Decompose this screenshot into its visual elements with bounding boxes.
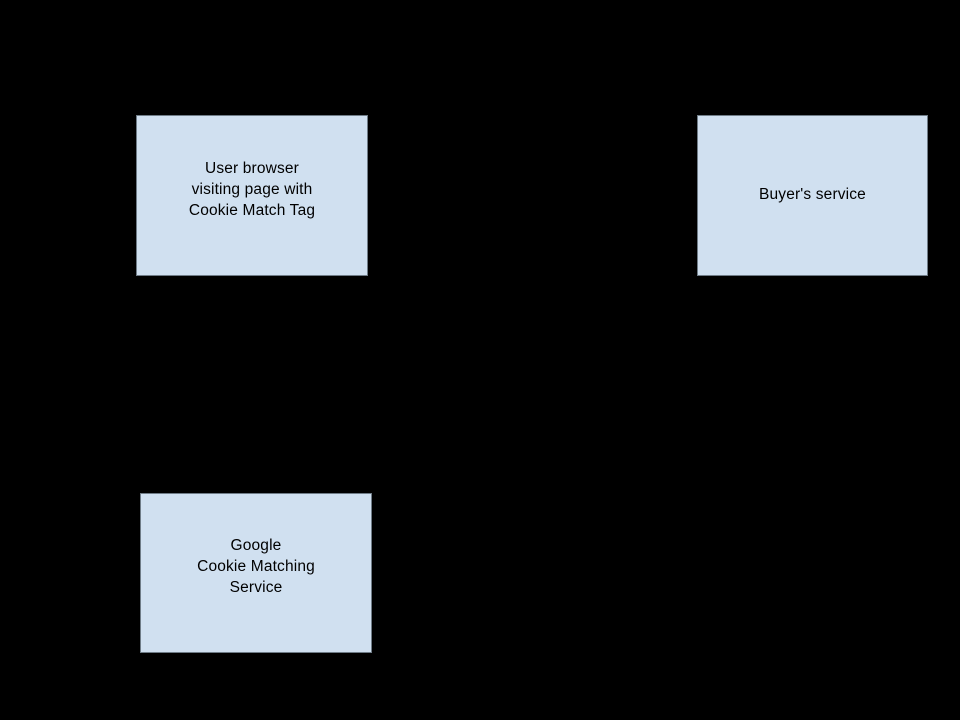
diagram-node-user-browser[interactable]: User browser visiting page with Cookie M… [136,115,368,276]
diagram-node-user-browser-label: User browser visiting page with Cookie M… [188,160,316,219]
diagram-node-google-cookie-matching-service[interactable]: Google Cookie Matching Service [140,493,372,653]
diagram-node-buyers-service[interactable]: Buyer's service [697,115,928,276]
diagram-node-buyers-service-label: Buyer's service [759,186,866,203]
diagram-node-google-cookie-matching-service-label: Google Cookie Matching Service [197,537,315,596]
